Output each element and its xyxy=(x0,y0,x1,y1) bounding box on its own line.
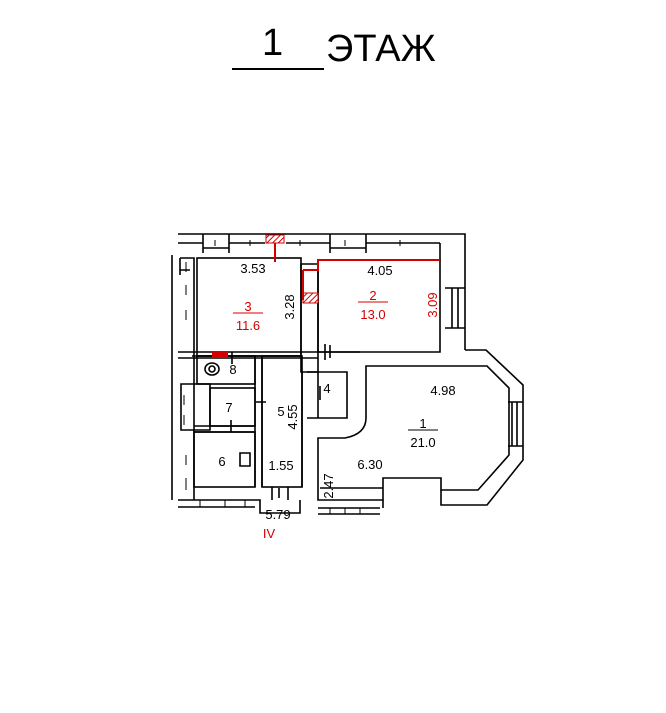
dim-5-79: 5.79 xyxy=(265,507,290,522)
room-6-number: 6 xyxy=(218,454,225,469)
dim-4-55: 4.55 xyxy=(285,404,300,429)
dim-2-47: 2.47 xyxy=(321,473,336,498)
dim-3-28: 3.28 xyxy=(282,294,297,319)
dim-4-05: 4.05 xyxy=(367,263,392,278)
room-1-area: 21.0 xyxy=(410,435,435,450)
floor-number-underline xyxy=(232,68,324,70)
room-2-number: 2 xyxy=(369,288,376,303)
section-mark: IV xyxy=(263,526,276,541)
room-4-number: 4 xyxy=(323,381,330,396)
room-5-number: 5 xyxy=(277,404,284,419)
wall-hatching xyxy=(183,240,401,514)
room-1-number: 1 xyxy=(419,416,426,431)
room-2-area: 13.0 xyxy=(360,307,385,322)
room-7-number: 7 xyxy=(225,400,232,415)
room-8-number: 8 xyxy=(229,362,236,377)
room-3-area: 11.6 xyxy=(236,318,260,333)
red-highlights xyxy=(212,234,440,357)
dim-1-55: 1.55 xyxy=(268,458,293,473)
walls xyxy=(171,233,524,515)
floor-word: ЭТАЖ xyxy=(326,28,436,70)
floor-title: 1 ЭТАЖ xyxy=(0,18,666,78)
dim-6-30: 6.30 xyxy=(357,457,382,472)
dim-4-98: 4.98 xyxy=(430,383,455,398)
room-3-number: 3 xyxy=(244,299,251,314)
dim-3-53: 3.53 xyxy=(240,261,265,276)
dim-3-09: 3.09 xyxy=(425,292,440,317)
floor-number: 1 xyxy=(262,22,284,64)
